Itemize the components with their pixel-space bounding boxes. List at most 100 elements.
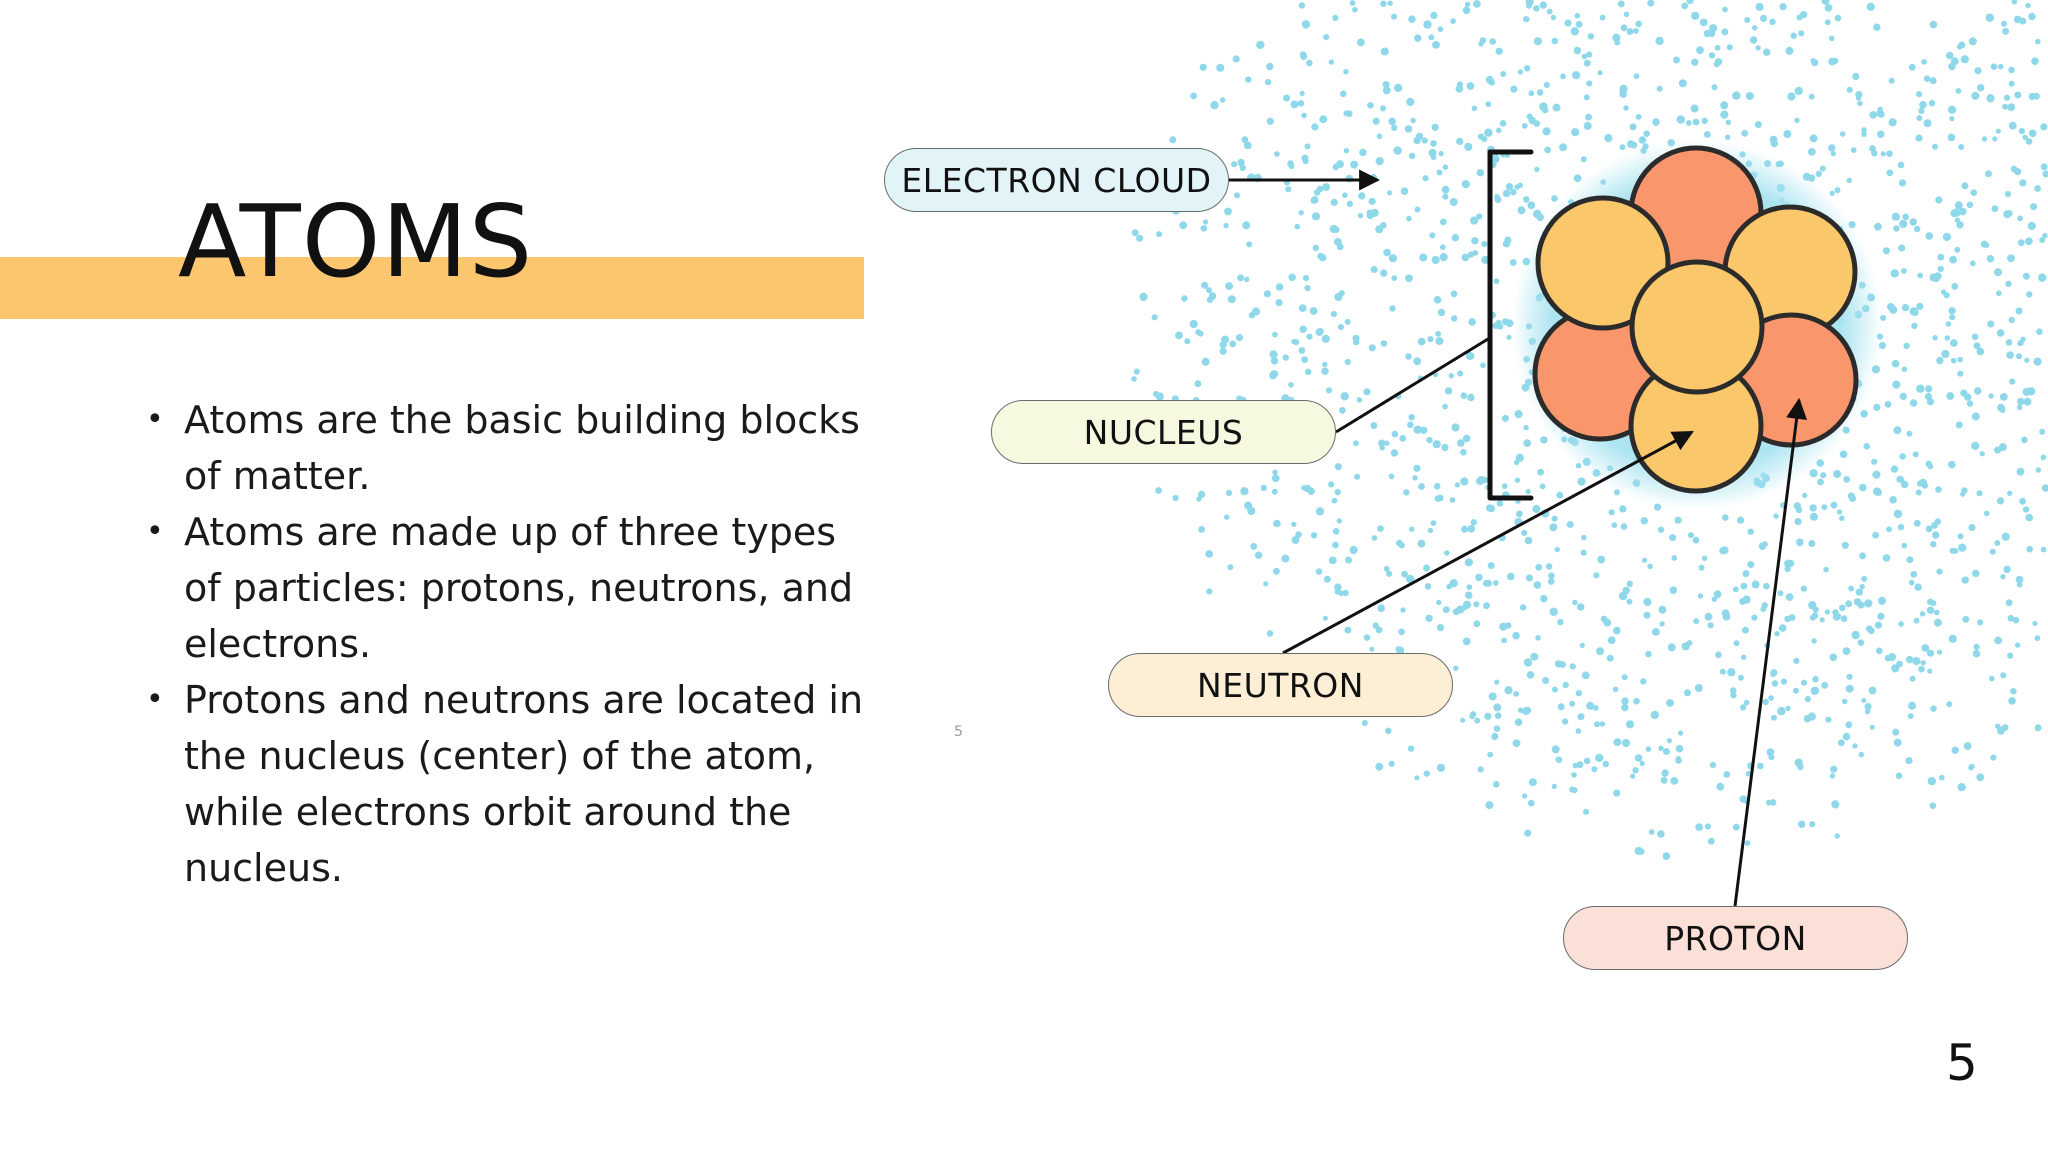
electron-dot: [1638, 136, 1647, 144]
electron-dot: [2040, 454, 2047, 461]
electron-dot: [1913, 617, 1920, 624]
electron-dot: [2017, 340, 2024, 347]
electron-dot: [1269, 350, 1278, 359]
electron-dot: [1577, 477, 1586, 486]
electron-dot: [1323, 185, 1329, 191]
electron-dot: [1990, 754, 1997, 761]
electron-dot: [1726, 44, 1733, 51]
electron-dot: [1992, 136, 1998, 142]
electron-dot: [2005, 280, 2012, 287]
electron-dot: [2033, 357, 2042, 366]
electron-dot: [1708, 52, 1716, 59]
electron-dot: [1752, 25, 1758, 31]
electron-dot: [1462, 637, 1471, 646]
electron-dot: [1824, 19, 1831, 26]
electron-dot: [1302, 158, 1309, 165]
electron-dot: [1272, 331, 1278, 338]
electron-dot: [1841, 541, 1849, 549]
electron-dot: [1410, 117, 1416, 124]
electron-dot: [1596, 647, 1605, 656]
electron-dot: [1336, 243, 1344, 251]
electron-dot: [1429, 232, 1436, 239]
electron-dot: [1740, 704, 1747, 711]
electron-dot: [1629, 123, 1637, 131]
electron-dot: [1524, 65, 1531, 72]
electron-dot: [1666, 699, 1674, 707]
electron-dot: [2034, 724, 2042, 732]
electron-dot: [1336, 518, 1343, 524]
electron-dot: [1311, 212, 1321, 221]
electron-dot: [2017, 239, 2025, 247]
electron-dot: [1331, 497, 1338, 504]
electron-dot: [2010, 165, 2018, 173]
electron-dot: [1773, 513, 1779, 519]
electron-dot: [1416, 132, 1424, 140]
electron-dot: [1599, 14, 1606, 21]
electron-dot: [1719, 668, 1726, 675]
electron-dot: [1481, 240, 1488, 248]
electron-dot: [1523, 658, 1533, 667]
electron-dot: [1576, 761, 1584, 769]
electron-dot: [2012, 616, 2020, 624]
electron-dot: [1287, 160, 1294, 167]
electron-dot: [1709, 761, 1717, 769]
electron-dot: [1530, 652, 1539, 661]
electron-dot: [1869, 145, 1876, 152]
electron-dot: [1889, 305, 1898, 314]
neutron-particle: [1535, 195, 1671, 331]
electron-dot: [1460, 392, 1468, 400]
electron-dot: [1737, 674, 1744, 681]
electron-dot: [1670, 777, 1679, 785]
electron-dot: [1461, 180, 1470, 189]
electron-dot: [1358, 192, 1366, 200]
electron-dot: [1533, 581, 1542, 589]
electron-dot: [1949, 116, 1955, 122]
electron-dot: [1485, 579, 1492, 587]
electron-dot: [1495, 319, 1502, 326]
electron-dot: [1382, 81, 1390, 89]
electron-dot: [1671, 555, 1678, 561]
electron-dot: [1509, 259, 1517, 266]
electron-dot: [2015, 642, 2021, 648]
electron-dot: [2040, 123, 2048, 131]
neutron-label: NEUTRON: [1108, 653, 1453, 717]
electron-dot: [1902, 213, 1909, 221]
electron-dot: [1470, 216, 1479, 225]
electron-dot: [2034, 185, 2041, 192]
electron-dot: [1950, 357, 1957, 364]
electron-dot: [1976, 347, 1985, 356]
electron-dot: [1388, 117, 1396, 126]
electron-dot: [1987, 93, 1994, 101]
electron-dot: [1245, 76, 1252, 83]
electron-dot: [1581, 534, 1587, 541]
electron-dot: [1901, 480, 1909, 489]
electron-dot: [1937, 265, 1944, 273]
electron-dot: [1433, 483, 1441, 490]
slide-number-small: 5: [954, 724, 963, 740]
electron-dot: [1556, 491, 1564, 499]
electron-dot: [1697, 593, 1704, 599]
electron-dot: [1955, 88, 1962, 94]
electron-dot: [1414, 206, 1421, 213]
electron-dot: [1370, 266, 1378, 273]
electron-dot: [1722, 514, 1729, 521]
electron-dot: [1344, 626, 1352, 634]
electron-dot: [1817, 478, 1824, 486]
electron-dot: [1380, 340, 1388, 347]
electron-dot: [1930, 705, 1937, 712]
electron-dot: [1847, 492, 1855, 500]
electron-dot: [1419, 253, 1428, 262]
electron-dot: [1476, 169, 1485, 177]
electron-dot: [1571, 772, 1577, 778]
electron-dot: [1969, 260, 1976, 267]
electron-dot: [1299, 90, 1305, 96]
electron-dot: [1421, 137, 1428, 144]
electron-dot: [1729, 687, 1737, 694]
electron-dot: [1808, 540, 1816, 547]
electron-dot: [1958, 543, 1967, 552]
electron-dot: [1405, 274, 1413, 283]
electron-dot: [1190, 92, 1198, 100]
electron-dot: [1770, 669, 1778, 677]
electron-dot: [1716, 782, 1725, 791]
electron-dot: [1784, 559, 1793, 568]
